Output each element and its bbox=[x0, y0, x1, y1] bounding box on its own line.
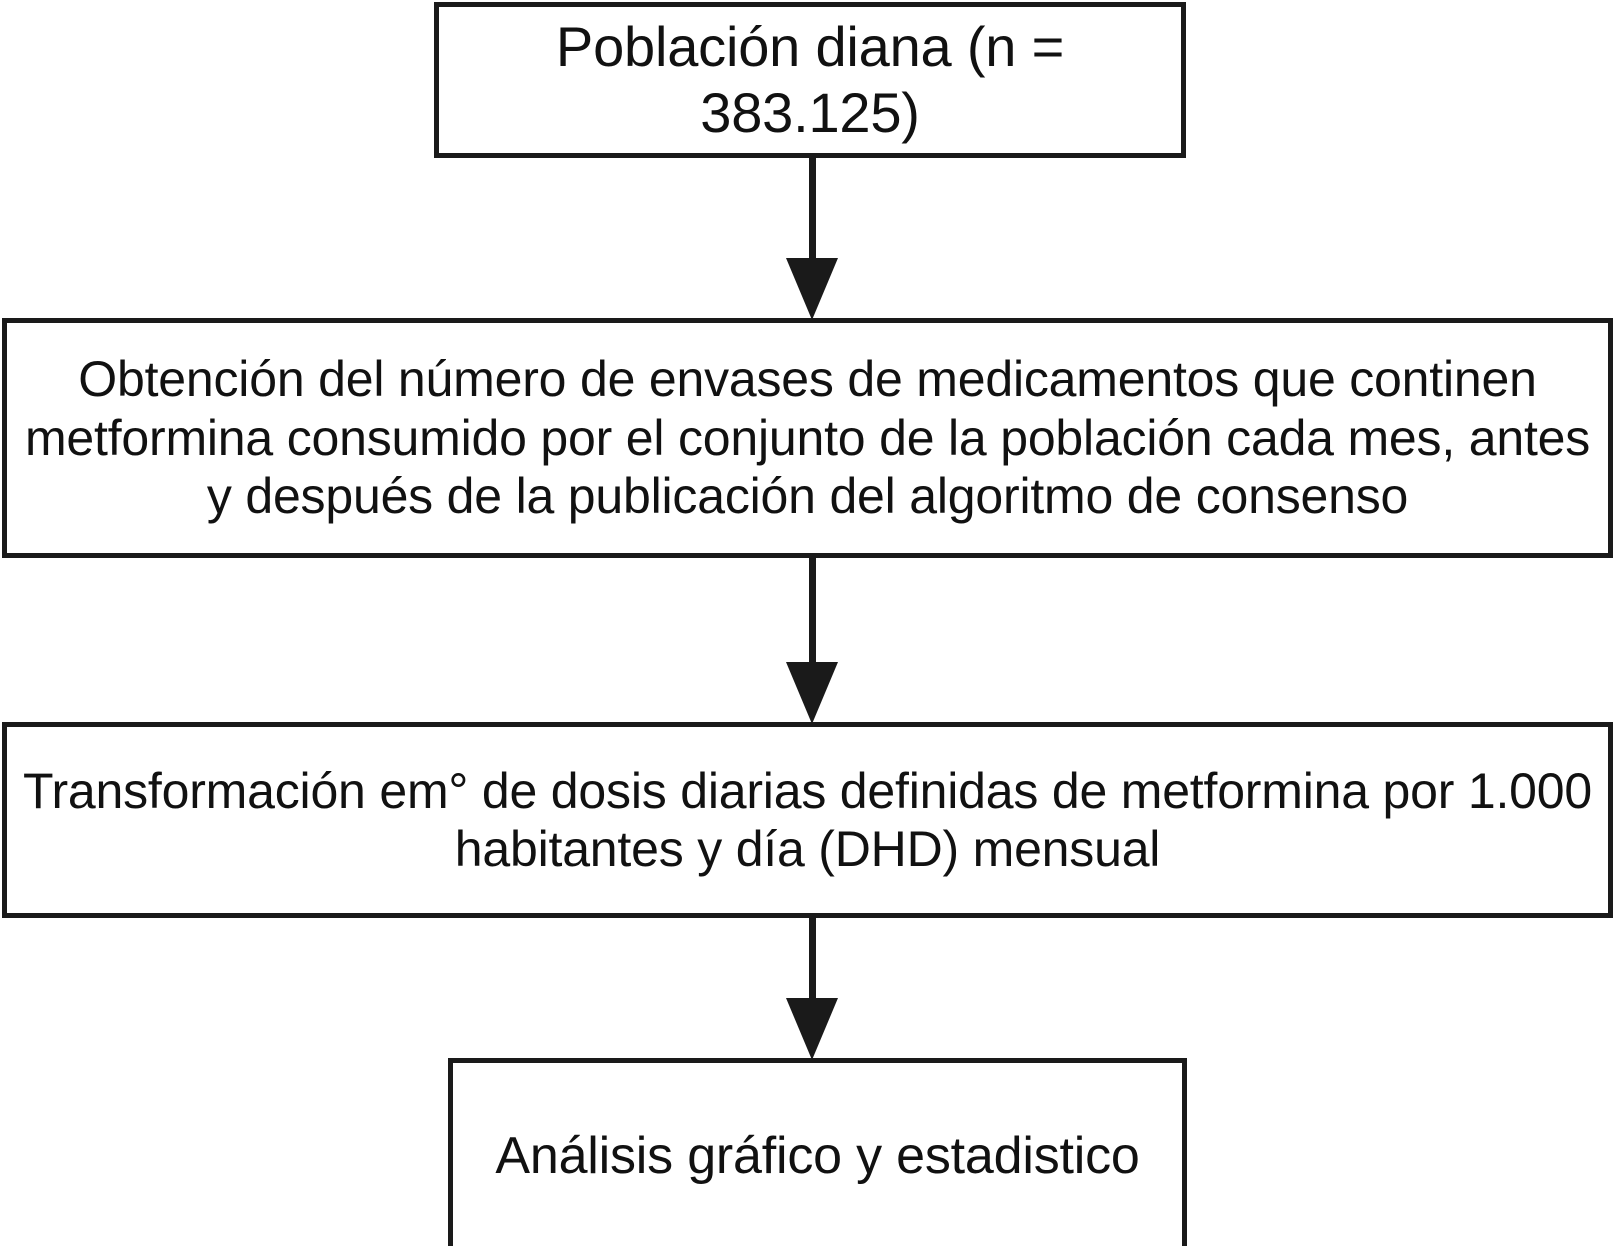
flowchart-arrow-target-to-obtain bbox=[781, 158, 841, 320]
arrow-head-down-icon bbox=[786, 998, 838, 1060]
flowchart-node-graphic-statistical-analysis: Análisis gráfico y estadistico bbox=[448, 1058, 1187, 1246]
flowchart-node-graphic-statistical-analysis-label: Análisis gráfico y estadistico bbox=[495, 1126, 1140, 1185]
flowchart-node-transformation-dhd: Transformación em° de dosis diarias defi… bbox=[2, 722, 1613, 918]
arrow-stem bbox=[809, 918, 816, 1000]
flowchart-arrow-obtain-to-transformation bbox=[781, 558, 841, 724]
flowchart-node-target-population: Población diana (n = 383.125) bbox=[434, 2, 1186, 158]
flowchart-arrow-transformation-to-analysis bbox=[781, 918, 841, 1060]
arrow-head-down-icon bbox=[786, 662, 838, 724]
arrow-stem bbox=[809, 158, 816, 260]
arrow-stem bbox=[809, 558, 816, 664]
flowchart-node-transformation-dhd-label: Transformación em° de dosis diarias defi… bbox=[22, 762, 1592, 878]
flowchart-node-obtain-packages-label: Obtención del número de envases de medic… bbox=[24, 351, 1591, 525]
flowchart-node-obtain-packages: Obtención del número de envases de medic… bbox=[2, 318, 1613, 558]
arrow-head-down-icon bbox=[786, 258, 838, 320]
flowchart-node-target-population-label: Población diana (n = 383.125) bbox=[555, 15, 1065, 144]
